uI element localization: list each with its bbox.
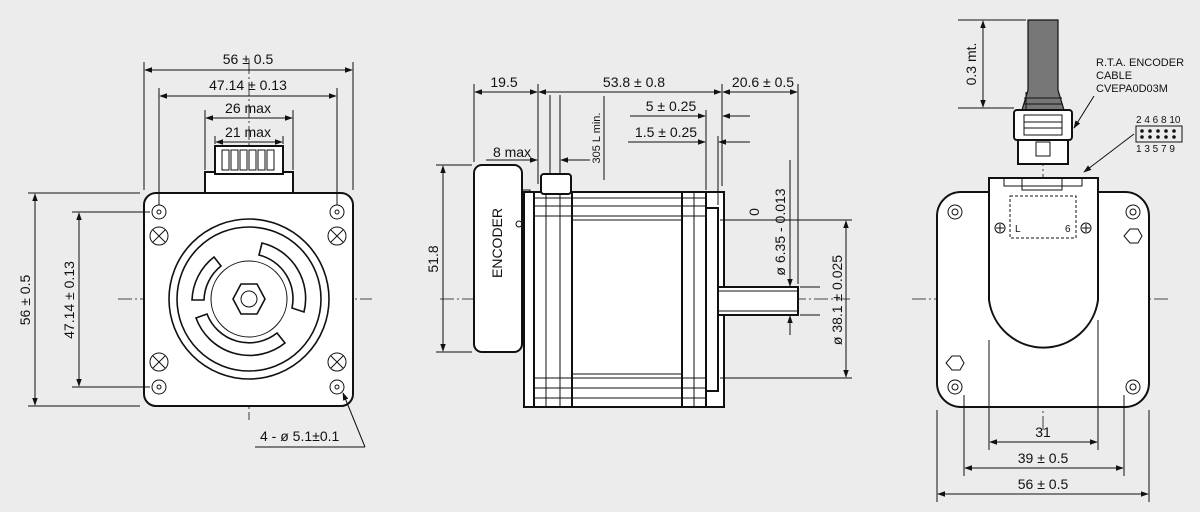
side-dim-encoder-height-text: 51.8 <box>425 245 441 272</box>
front-dim-connector <box>204 110 294 170</box>
rear-pins-even: 2 4 6 8 10 <box>1136 115 1181 126</box>
side-dims-flange <box>628 110 750 205</box>
front-dim-hole-width <box>158 88 338 205</box>
front-dim-width <box>143 62 354 190</box>
side-dim-lead-length: 305 L min. <box>591 113 603 164</box>
rear-cable-leader <box>1073 95 1095 129</box>
side-dim-body-length: 53.8 ± 0.8 <box>603 74 665 90</box>
rear-cable <box>1021 19 1065 112</box>
front-dim-connector-max: 26 max <box>225 100 271 116</box>
rear-cable-label-1: R.T.A. ENCODER <box>1096 57 1184 69</box>
side-shaft-tol-upper: 0 <box>746 208 762 216</box>
rear-dim-overall-width: 56 ± 0.5 <box>1018 476 1069 492</box>
rear-pcb-outline <box>1009 195 1077 239</box>
side-dim-flange-b: 1.5 ± 0.25 <box>635 124 697 140</box>
rear-dim-cable <box>958 19 1026 109</box>
rear-dim-hole-spacing: 39 ± 0.5 <box>1018 450 1069 466</box>
side-dim-pilot <box>720 219 852 379</box>
front-dim-mounting-holes: 4 - ø 5.1±0.1 <box>260 428 339 444</box>
front-dim-connector-inner-max: 21 max <box>225 124 271 140</box>
front-dim-hole-spacing-width: 47.14 ± 0.13 <box>209 77 287 93</box>
rear-pins-odd: 1 3 5 7 9 <box>1136 144 1175 155</box>
front-dim-overall-height: 56 ± 0.5 <box>17 275 33 326</box>
side-dim-shaft-diameter <box>787 160 820 335</box>
side-dim-shaft-length: 20.6 ± 0.5 <box>732 74 794 90</box>
side-dim-pilot-diameter: ø 38.1 ± 0.025 <box>829 255 845 345</box>
side-dim-encoder-length: 19.5 <box>490 74 517 90</box>
side-view: ENCODER <box>425 74 852 408</box>
side-lead-boss <box>540 173 572 195</box>
rear-connector <box>1013 109 1073 165</box>
rear-pin-diagram <box>1083 125 1183 173</box>
rear-dim-cable-length: 0.3 mt. <box>963 43 979 86</box>
rear-dim-board-width: 31 <box>1035 424 1051 440</box>
front-dim-height <box>28 192 150 407</box>
side-shaft-diameter: ø 6.35 - 0.013 <box>772 188 788 275</box>
front-motor-face <box>143 192 354 407</box>
side-motor-body <box>523 191 725 408</box>
rear-encoder-cover <box>988 177 1099 349</box>
side-dim-flange-a: 5 ± 0.25 <box>646 98 697 114</box>
rear-cable-label-3: CVEPA0D03M <box>1096 83 1168 95</box>
side-shaft <box>717 286 799 316</box>
front-connector <box>204 145 294 195</box>
front-hole-leader <box>255 392 366 448</box>
rear-dims-bottom <box>936 320 1150 502</box>
rear-pcb-left-mark: L <box>1015 224 1021 235</box>
front-view: 56 ± 0.5 47.14 ± 0.13 26 max 21 max 56 ± <box>17 51 372 448</box>
front-dim-hole-spacing-height: 47.14 ± 0.13 <box>61 261 77 339</box>
connector-base <box>204 171 294 195</box>
rear-pcb-right-mark: 6 <box>1065 224 1071 235</box>
front-encoder-disc <box>168 218 330 380</box>
rear-mounting-holes <box>945 204 1143 395</box>
front-dim-overall-width: 56 ± 0.5 <box>223 51 274 67</box>
side-dim-lead-offset-text: 8 max <box>493 144 531 160</box>
side-dims-top <box>473 84 799 284</box>
rear-cable-label-2: CABLE <box>1096 70 1132 82</box>
side-encoder-label: ENCODER <box>489 208 505 278</box>
rear-view: 0.3 mt. R.T.A. ENCODER CABLE CVEPA0D03M … <box>912 19 1184 502</box>
side-dim-encoder-height <box>436 164 472 353</box>
